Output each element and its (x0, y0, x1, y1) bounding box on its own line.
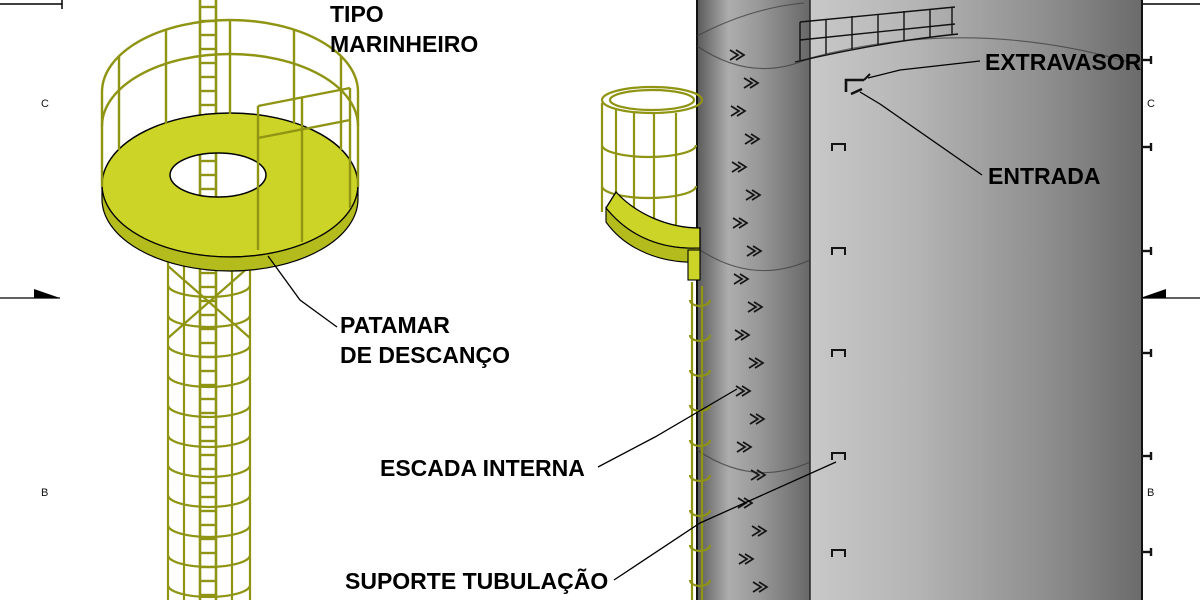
label-inlet: ENTRADA (988, 163, 1100, 189)
label-rest-platform-line1: PATAMAR (340, 312, 450, 338)
label-ladder-type-line2: MARINHEIRO (330, 31, 478, 57)
seam-arc (696, 247, 811, 272)
cage-brace (167, 265, 251, 339)
tank-rest-platform (605, 190, 701, 281)
label-overflow: EXTRAVASOR (985, 49, 1142, 75)
leader-overflow (867, 60, 981, 79)
grid-row-b-right: B (1147, 487, 1154, 499)
section-marker-arrow-left (34, 289, 60, 298)
safety-cage (166, 262, 252, 600)
grid-row-b-left: B (41, 487, 48, 499)
railing-front-top-rail (257, 86, 351, 108)
inlet-stub (850, 87, 863, 96)
seam-arc (809, 37, 1143, 67)
grid-row-c-left: C (41, 98, 49, 110)
tank-platform-tab (687, 249, 701, 281)
tank-seams (696, 2, 1143, 474)
tank-drawing (600, 0, 1153, 600)
tank-shell-left (697, 0, 810, 600)
overflow-pipe-elbow (844, 78, 864, 92)
label-pipe-support: SUPORTE TUBULAÇÃO (345, 567, 608, 594)
cage-top-ring-outer (600, 85, 704, 115)
seam-arc (696, 45, 811, 70)
leader-inlet (859, 91, 983, 176)
platform-front-edge (101, 184, 359, 272)
leader-rest-platform (267, 255, 338, 328)
tank-cage-ladder (600, 85, 704, 248)
label-ladder-type-line1: TIPO (330, 1, 384, 27)
cage-top-ring-inner (608, 88, 696, 112)
leader-internal-ladder (597, 388, 738, 468)
inlet-fitting (850, 87, 863, 96)
sheet-frame (0, 0, 1200, 299)
lower-cage-hooks (688, 282, 712, 600)
leader-pipe-support (613, 461, 837, 581)
roof-walkway-edge (794, 33, 959, 63)
roof-railing (794, 6, 959, 63)
grid-row-c-right: C (1147, 98, 1155, 110)
leader-lines (267, 60, 983, 581)
platform-railing (100, 18, 360, 250)
platform-floor (101, 112, 359, 258)
tank-shell-right (810, 0, 1143, 600)
external-ladder-drawing (100, 0, 360, 600)
section-marker-arrow-right (1140, 289, 1166, 298)
label-rest-platform-line2: DE DESCANÇO (340, 342, 510, 368)
label-internal-ladder: ESCADA INTERNA (380, 455, 585, 481)
rest-platform (101, 112, 359, 272)
overflow-pipe-tip (863, 73, 871, 81)
railing-front-mid-rail (257, 118, 351, 140)
overflow-fitting (844, 73, 871, 92)
roof-edge-arc (696, 2, 805, 37)
